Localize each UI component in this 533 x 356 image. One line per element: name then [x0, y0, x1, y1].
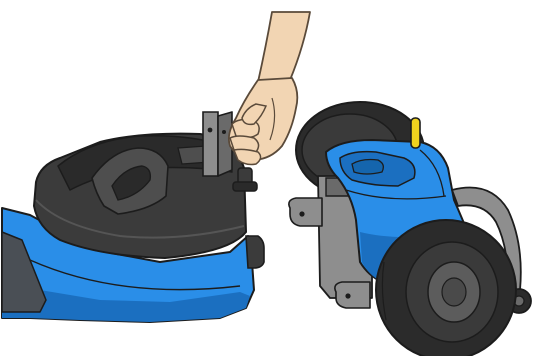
rear-drive-wheel — [376, 220, 516, 356]
hand-forearm — [258, 12, 310, 82]
rear-frame-hook-top — [289, 198, 322, 226]
rear-shroud-slot — [352, 160, 383, 175]
front-mounting-bracket — [203, 112, 232, 176]
front-section — [2, 112, 264, 322]
rear-yellow-latch[interactable] — [411, 118, 420, 148]
front-rear-tab — [246, 236, 264, 268]
rear-frame-hook-bottom — [335, 282, 370, 308]
rear-section — [289, 102, 531, 356]
